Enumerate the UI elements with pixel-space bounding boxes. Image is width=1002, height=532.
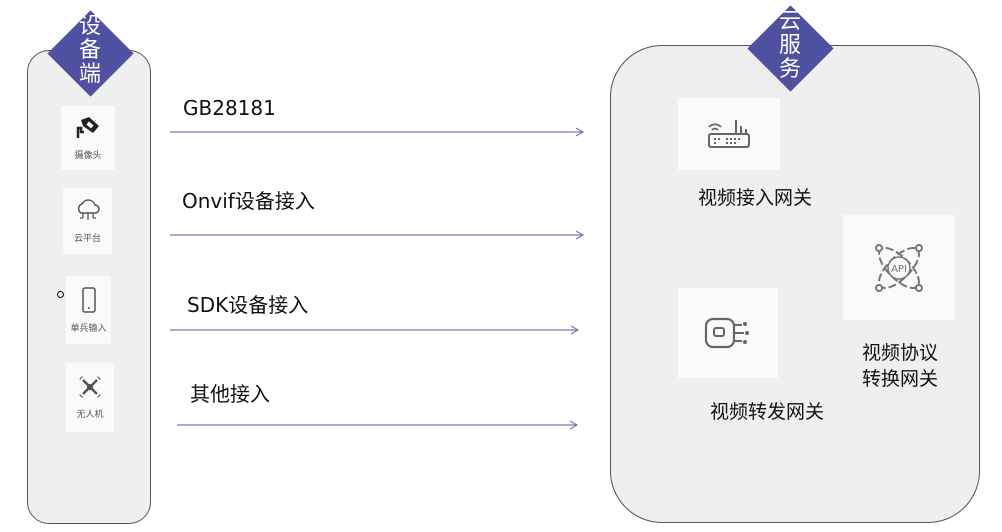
device-card-cloud: 云平台 [63,188,112,254]
arrow-sdk [170,325,580,335]
label-line: 转换网关 [861,368,938,390]
connection-label: 其他接入 [190,382,270,406]
label-line: 视频协议 [861,342,938,364]
router-icon [708,120,750,148]
device-title: 设 备 端 [75,15,105,87]
mobile-phone-icon [81,286,96,313]
protocol-gateway-label: 视频协议 转换网关 [840,340,960,392]
title-char: 务 [778,57,801,82]
camera-icon [76,116,99,138]
access-gateway-card [678,98,780,170]
device-card-drone: 无人机 [66,363,114,432]
forward-gateway-label: 视频转发网关 [709,401,824,423]
forward-device-icon [704,317,749,349]
svg-text:API: API [891,264,907,275]
cloud-title: 云 服 务 [775,10,805,82]
access-gateway-label: 视频接入网关 [697,187,812,209]
device-label: 单兵输入 [70,323,107,334]
device-label: 云平台 [73,233,101,244]
connection-label: SDK设备接入 [187,293,309,317]
device-label: 摄像头 [74,150,102,161]
title-char: 端 [78,62,101,87]
device-label: 无人机 [76,410,104,420]
api-icon: API [875,243,923,292]
arrow-onvif [170,230,585,240]
arrow-other [177,420,579,430]
title-char: 云 [778,9,801,34]
connection-label: Onvif设备接入 [182,189,315,213]
drone-icon [79,376,101,398]
protocol-gateway-card: API [843,215,955,320]
forward-gateway-card [678,288,778,378]
device-card-phone: 单兵输入 [66,276,111,344]
title-char: 备 [78,38,101,63]
title-char: 服 [778,33,801,58]
arrow-gb28181 [170,127,585,137]
title-char: 设 [78,14,101,39]
connection-label: GB28181 [183,96,276,120]
cloud-platform-icon [77,198,100,220]
bullet-dot [57,291,64,298]
device-card-camera: 摄像头 [61,106,115,170]
